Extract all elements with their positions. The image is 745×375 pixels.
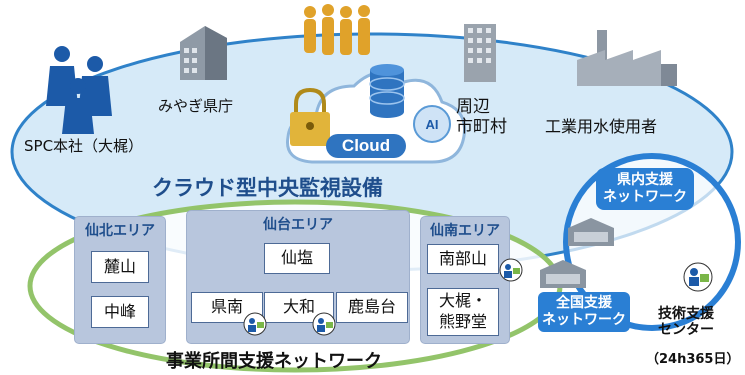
inter-site-network-label: 事業所間支援ネットワーク	[166, 351, 382, 372]
area-title: 仙北エリア	[85, 223, 155, 239]
municipal-building-icon	[464, 24, 496, 82]
site-box: 南部山	[427, 244, 499, 274]
tech-center-hours: （24h365日）	[646, 352, 740, 367]
citizens-group-icon	[304, 4, 370, 55]
prefecture-building-icon	[180, 26, 227, 80]
cloud-icon: AI Cloud	[286, 64, 467, 164]
national-network-label: 全国支援 ネットワーク	[538, 292, 630, 332]
system-title: クラウド型中央監視設備	[152, 176, 383, 200]
staff-group-icon	[46, 46, 112, 134]
padlock-icon	[290, 87, 330, 146]
spc-label: SPC本社（大梶）	[24, 137, 144, 155]
plant-building-icon	[540, 260, 586, 288]
ai-brain-icon: AI	[413, 105, 451, 143]
site-box: 大梶・ 熊野堂	[427, 288, 499, 336]
operator-pc-icon	[499, 258, 523, 282]
hub-box: 仙塩	[264, 243, 330, 274]
industrial-users-label: 工業用水使用者	[545, 117, 658, 136]
operator-pc-icon	[243, 312, 267, 336]
site-box: 鹿島台	[336, 292, 408, 323]
database-icon	[369, 64, 405, 118]
svg-text:AI: AI	[426, 117, 439, 132]
prefectural-network-label: 県内支援 ネットワーク	[596, 168, 694, 210]
factory-icon	[577, 30, 677, 86]
area-sendai: 仙台エリア	[186, 210, 410, 344]
site-box: 中峰	[91, 296, 149, 328]
plant-building-icon	[568, 218, 614, 246]
site-box: 麓山	[91, 251, 149, 283]
prefecture-label: みやぎ県庁	[158, 97, 234, 115]
area-title: 仙台エリア	[263, 217, 333, 233]
tech-center-label: 技術支援 センター	[658, 306, 714, 339]
cloud-label: Cloud	[342, 136, 390, 155]
tech-support-operator-icon	[683, 262, 713, 292]
operator-pc-icon	[312, 312, 336, 336]
area-title: 仙南エリア	[430, 223, 500, 239]
municipalities-label: 周辺 市町村	[456, 97, 507, 137]
